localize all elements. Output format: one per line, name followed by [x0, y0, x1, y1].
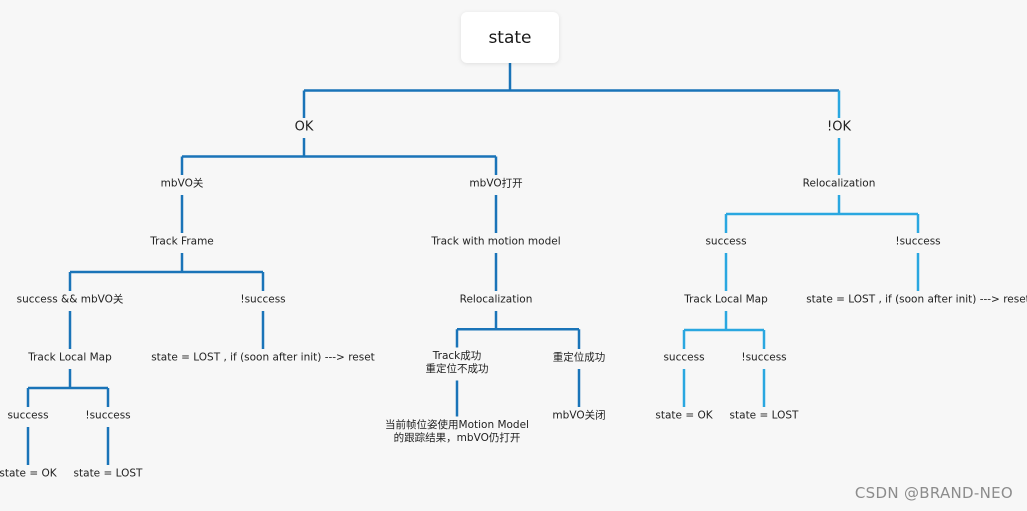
node-reloc-mid[interactable]: Relocalization: [459, 293, 533, 306]
node-l-tlm-success[interactable]: success: [7, 409, 49, 422]
node-track-ok-reloc-fail[interactable]: Track成功重定位不成功: [425, 350, 489, 375]
root-label: state: [488, 27, 532, 48]
root-node-state[interactable]: state: [461, 12, 559, 63]
node-tf-fail[interactable]: !success: [240, 293, 286, 306]
node-track-frame[interactable]: Track Frame: [150, 235, 214, 248]
node-reloc-ok[interactable]: 重定位成功: [552, 351, 606, 364]
node-r-tlm-success[interactable]: success: [663, 351, 705, 364]
watermark: CSDN @BRAND-NEO: [854, 484, 1013, 502]
node-tf-lost[interactable]: state = LOST , if (soon after init) --->…: [151, 351, 375, 364]
node-track-motion[interactable]: Track with motion model: [431, 235, 561, 248]
node-r-track-local-map[interactable]: Track Local Map: [684, 293, 768, 306]
node-r-state-lost[interactable]: state = LOST: [729, 409, 799, 422]
node-mbvo-off[interactable]: mbVO关: [160, 177, 204, 190]
node-l-state-lost[interactable]: state = LOST: [73, 467, 143, 480]
node-l-track-local-map[interactable]: Track Local Map: [28, 351, 112, 364]
node-succ-mbvo-off[interactable]: success && mbVO关: [16, 293, 124, 306]
node-r-lost[interactable]: state = LOST , if (soon after init) --->…: [806, 293, 1027, 306]
node-ok[interactable]: OK: [294, 119, 314, 135]
node-notok[interactable]: !OK: [827, 119, 851, 135]
node-r-tlm-fail[interactable]: !success: [741, 351, 787, 364]
node-mbvo-on[interactable]: mbVO打开: [469, 177, 523, 190]
node-mbvo-close[interactable]: mbVO关闭: [552, 409, 606, 422]
node-reloc-fail[interactable]: !success: [895, 235, 941, 248]
node-reloc-top[interactable]: Relocalization: [802, 177, 876, 190]
node-r-state-ok[interactable]: state = OK: [655, 409, 713, 422]
node-l-tlm-fail[interactable]: !success: [85, 409, 131, 422]
node-reloc-success[interactable]: success: [705, 235, 747, 248]
node-l-state-ok[interactable]: state = OK: [0, 467, 57, 480]
